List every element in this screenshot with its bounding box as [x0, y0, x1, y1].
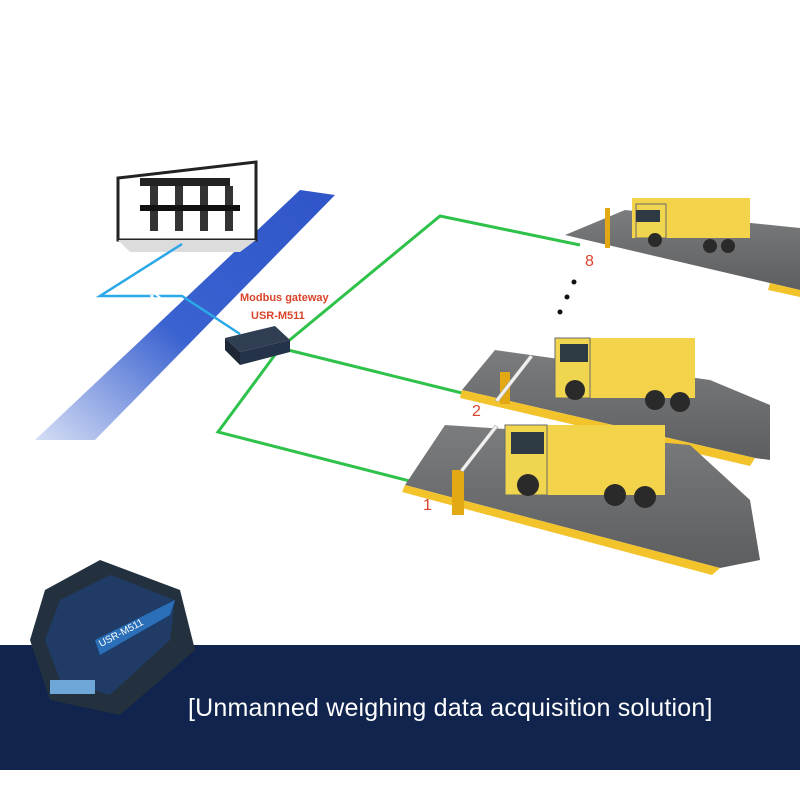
- gateway-model: USR-M511: [251, 310, 305, 322]
- ellipsis-dots: [557, 279, 577, 315]
- usr-m511-device-image: [30, 560, 195, 715]
- control-link: [95, 242, 241, 336]
- modbus-gateway-device: [225, 326, 290, 365]
- weighbridge-1: [402, 424, 760, 575]
- solution-caption: [Unmanned weighing data acquisition solu…: [188, 694, 713, 722]
- gateway-title: Modbus gateway: [240, 292, 329, 304]
- scale-1-number: 1: [423, 497, 432, 514]
- scale-2-number: 2: [472, 403, 481, 420]
- network-lines: [215, 214, 581, 492]
- scale-8-number: 8: [585, 253, 594, 270]
- weighbridge-8: [565, 198, 800, 297]
- control-room: [116, 160, 258, 252]
- ethernet-band: [35, 190, 335, 440]
